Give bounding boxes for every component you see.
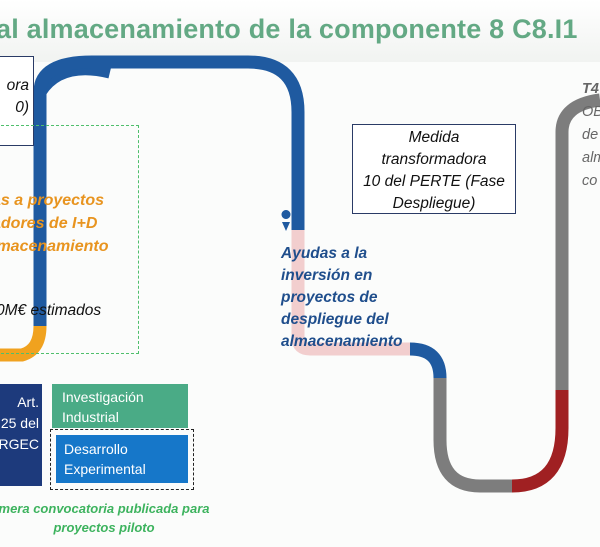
ayudas-line-1: Ayudas a la: [281, 245, 368, 262]
top-left-box-line-2: 0): [15, 99, 29, 116]
desarrollo-box: Desarrollo Experimental: [56, 435, 188, 483]
orange-block-line-1: as a proyectos: [0, 192, 105, 209]
medida-line-2: transformadora: [381, 151, 487, 168]
ayudas-line-5: almacenamiento: [281, 333, 403, 350]
ayudas-text: Ayudas a la inversión en proyectos de de…: [281, 243, 431, 353]
article-line-3: RGEC: [0, 436, 39, 452]
desarrollo-dashed-frame: [50, 429, 194, 490]
road-segment-blue-arc: [33, 55, 305, 326]
investigacion-line-1: Investigación: [62, 389, 144, 405]
t4-line-2: OB: [582, 104, 600, 120]
t4-block: T4 OB de alm co: [582, 78, 600, 193]
location-pin-icon: [281, 210, 291, 231]
article-line-1: Art.: [17, 394, 39, 410]
t4-line-4: alm: [582, 150, 600, 166]
convocatoria-line-2: proyectos piloto: [53, 520, 155, 535]
desarrollo-line-2: Experimental: [64, 461, 146, 477]
investigacion-box: Investigación Industrial: [52, 384, 188, 428]
ayudas-line-4: despliegue del: [281, 311, 389, 328]
ayudas-line-3: proyectos de: [281, 289, 378, 306]
investigacion-line-2: Industrial: [62, 409, 119, 425]
orange-block-line-2: adores de I+D: [0, 215, 98, 232]
t4-line-3: de: [582, 127, 599, 143]
top-left-box-line-1: ora: [6, 77, 29, 94]
convocatoria-note: mera convocatoria publicada para proyect…: [0, 499, 212, 537]
road-segment-pink: [291, 230, 410, 356]
estimated-amount: 0M€ estimados: [0, 302, 102, 319]
t4-line-5: co: [582, 173, 598, 189]
orange-block-line-3: lmacenamiento: [0, 238, 109, 255]
orange-block: as a proyectos adores de I+D lmacenamien…: [0, 189, 142, 258]
medida-line-4: Despliegue): [392, 195, 476, 212]
road-segment-blue-right: [409, 342, 447, 379]
ayudas-line-2: inversión en: [281, 267, 373, 284]
medida-line-3: 10 del PERTE (Fase: [363, 173, 505, 190]
road-segment-orange: [0, 325, 47, 362]
road-segment-red: [511, 390, 569, 493]
t4-line-1: T4: [582, 81, 599, 97]
convocatoria-line-1: mera convocatoria publicada para: [0, 501, 210, 516]
desarrollo-line-1: Desarrollo: [64, 441, 128, 457]
title-bar: al almacenamiento de la componente 8 C8.…: [0, 0, 600, 62]
road-segment-gray: [433, 378, 512, 493]
medida-line-1: Medida: [408, 129, 460, 146]
road-segment-gray-up: [555, 93, 600, 390]
page-title: al almacenamiento de la componente 8 C8.…: [0, 14, 578, 44]
dashed-green-frame: [0, 125, 139, 354]
medida-box: Medida transformadora 10 del PERTE (Fase…: [352, 124, 516, 214]
article-box: Art. 25 del RGEC: [0, 384, 42, 486]
article-line-2: 25 del: [0, 415, 39, 431]
top-left-box: ora 0): [0, 56, 34, 146]
